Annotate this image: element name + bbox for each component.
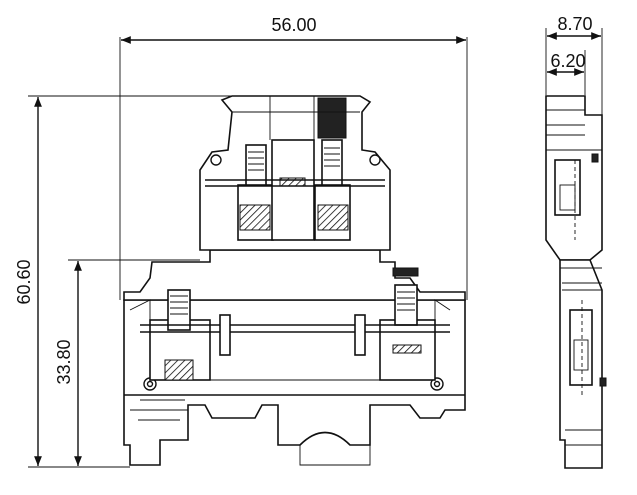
dimension-height-33-80: 33.80 xyxy=(54,259,200,466)
front-view xyxy=(123,95,466,466)
dimension-width-56: 56.00 xyxy=(119,15,468,300)
side-lower-clamp xyxy=(569,309,593,386)
lower-bridge-slot-right xyxy=(354,314,366,356)
upper-right-screw-head xyxy=(317,97,347,139)
dimension-label-lower-height: 33.80 xyxy=(54,339,74,384)
lower-right-screw xyxy=(394,284,418,326)
side-upper-clamp xyxy=(554,159,581,216)
dimension-label-side-inner-width: 6.20 xyxy=(550,51,585,71)
lower-bridge-slot-left xyxy=(219,314,231,356)
lower-left-screw xyxy=(167,289,191,331)
upper-left-screw xyxy=(245,144,267,186)
center-bridge-slot xyxy=(271,139,315,241)
side-upper-screw-tip xyxy=(591,153,599,163)
center-bridge-contact xyxy=(279,177,306,187)
upper-left-wire-entry xyxy=(239,204,271,231)
lower-right-wire-entry xyxy=(392,344,422,354)
dimension-side-inner-6-20: 6.20 xyxy=(547,50,586,95)
dimension-height-60-60: 60.60 xyxy=(14,95,232,468)
upper-right-wire-entry xyxy=(317,204,349,231)
lower-right-screw-head xyxy=(392,267,419,277)
side-view xyxy=(545,95,607,469)
dimension-label-overall-height: 60.60 xyxy=(14,259,34,304)
lower-left-wire-entry xyxy=(164,359,194,381)
lower-level-housing xyxy=(123,249,466,301)
dimension-label-side-width: 8.70 xyxy=(557,14,592,34)
side-lower-screw-tip xyxy=(599,377,607,387)
upper-right-screw xyxy=(321,139,343,186)
dimension-label-overall-width: 56.00 xyxy=(271,15,316,35)
